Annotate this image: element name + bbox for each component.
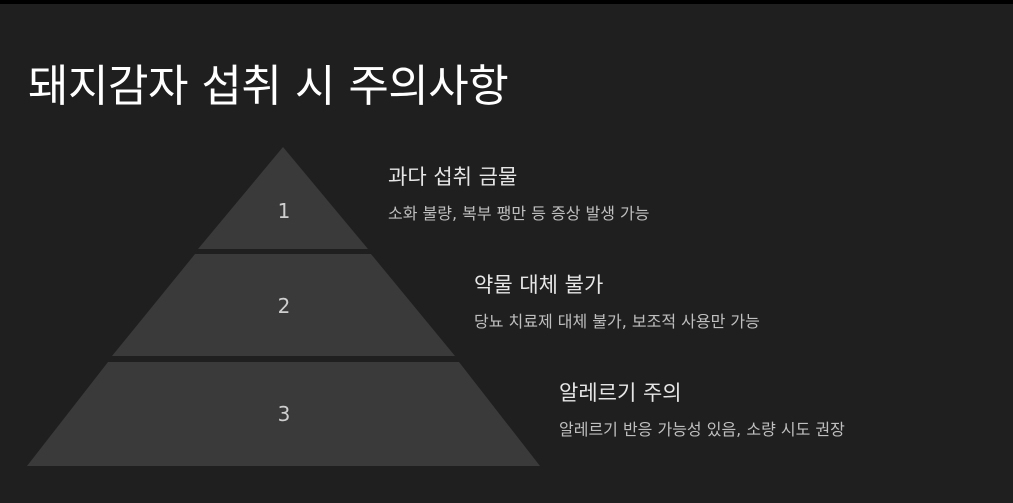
item-3: 알레르기 주의 알레르기 반응 가능성 있음, 소량 시도 권장	[559, 380, 845, 440]
pyramid-tier-2	[112, 254, 455, 356]
item-2-heading: 약물 대체 불가	[474, 273, 604, 297]
item-1: 과다 섭취 금물 소화 불량, 복부 팽만 등 증상 발생 가능	[388, 164, 650, 224]
slide-title: 돼지감자 섭취 시 주의사항	[28, 61, 509, 112]
item-1-description: 소화 불량, 복부 팽만 등 증상 발생 가능	[388, 204, 650, 223]
pyramid-tier-1	[198, 147, 368, 249]
top-border	[0, 0, 1013, 4]
item-3-description: 알레르기 반응 가능성 있음, 소량 시도 권장	[559, 420, 845, 439]
pyramid-tier-3	[27, 362, 540, 466]
tier-number-3: 3	[278, 402, 291, 426]
item-2: 약물 대체 불가 당뇨 치료제 대체 불가, 보조적 사용만 가능	[474, 272, 760, 332]
item-1-heading: 과다 섭취 금물	[388, 165, 518, 189]
tier-number-1: 1	[278, 199, 291, 223]
item-3-heading: 알레르기 주의	[559, 381, 682, 405]
tier-number-2: 2	[278, 294, 291, 318]
item-2-description: 당뇨 치료제 대체 불가, 보조적 사용만 가능	[474, 312, 760, 331]
